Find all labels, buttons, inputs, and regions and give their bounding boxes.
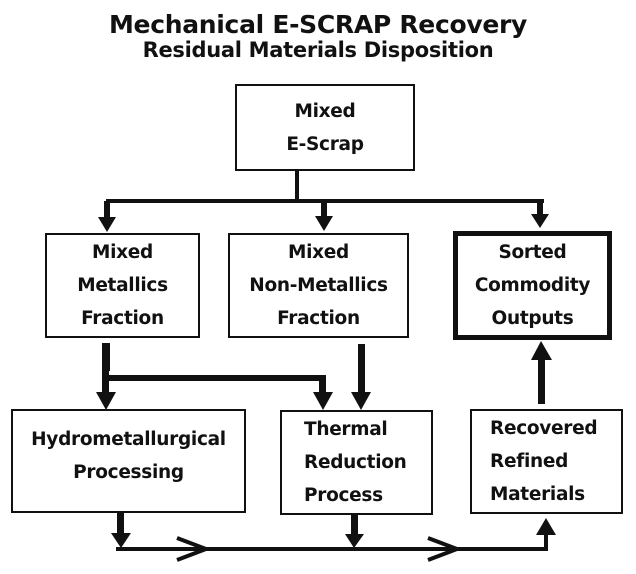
flow-chevron-2 <box>427 536 463 562</box>
node-thermal-reduction-process: Thermal Reduction Process <box>280 410 433 515</box>
arrowhead-sorted <box>531 214 549 228</box>
connector-nonmetallics-down <box>358 344 365 394</box>
arrowhead-recovered-up <box>536 518 556 535</box>
node-thermal-line2: Reduction <box>304 452 407 473</box>
connector-hydro-down <box>117 512 124 535</box>
node-nonmetallics-line3: Fraction <box>277 308 360 329</box>
node-recovered-line1: Recovered <box>490 418 598 439</box>
node-sorted-line3: Outputs <box>491 308 574 329</box>
connector-bottom-up <box>544 532 548 551</box>
arrowhead-metallics <box>98 217 116 232</box>
connector-metallics-hydro-shaft <box>102 343 109 393</box>
connector-recovered-up <box>538 358 545 404</box>
arrowhead-thermal-down <box>345 534 364 548</box>
arrowhead-thermal-from-nonmetallics <box>351 392 371 410</box>
node-mixed-non-metallics-fraction: Mixed Non-Metallics Fraction <box>228 233 409 338</box>
flow-chevron-1 <box>176 536 212 562</box>
node-recovered-line3: Materials <box>490 484 585 505</box>
node-nonmetallics-line1: Mixed <box>288 242 349 263</box>
arrowhead-hydro-down <box>111 533 131 548</box>
arrowhead-thermal-from-metallics <box>313 392 333 410</box>
arrowhead-sorted-up <box>531 341 552 360</box>
node-nonmetallics-line2: Non-Metallics <box>249 275 388 296</box>
node-metallics-line3: Fraction <box>81 308 164 329</box>
arrowhead-nonmetallics <box>315 216 333 231</box>
connector-drop-sorted <box>537 201 543 216</box>
node-hydro-line1: Hydrometallurgical <box>31 429 226 450</box>
connector-branch-thermal-shaft <box>319 375 326 393</box>
connector-thermal-down <box>351 514 358 536</box>
diagram-title: Mechanical E-SCRAP Recovery <box>108 10 528 39</box>
node-mixed-escrap-line2: E-Scrap <box>286 133 364 155</box>
node-mixed-escrap-line1: Mixed <box>294 100 356 122</box>
node-thermal-line3: Process <box>304 485 383 506</box>
node-mixed-metallics-fraction: Mixed Metallics Fraction <box>45 233 200 338</box>
connector-drop-metallics <box>104 201 110 219</box>
connector-bottom-bar <box>116 547 548 551</box>
node-mixed-escrap: Mixed E-Scrap <box>235 84 415 171</box>
node-metallics-line2: Metallics <box>77 275 168 296</box>
node-metallics-line1: Mixed <box>92 242 153 263</box>
node-hydro-line2: Processing <box>73 462 184 483</box>
connector-escrap-trunk <box>295 170 299 202</box>
arrowhead-hydro <box>96 392 116 410</box>
node-recovered-refined-materials: Recovered Refined Materials <box>470 409 623 514</box>
node-sorted-line2: Commodity <box>474 275 591 296</box>
diagram-subtitle: Residual Materials Disposition <box>142 38 494 62</box>
connector-metallics-branch <box>106 375 326 381</box>
node-thermal-line1: Thermal <box>304 419 388 440</box>
node-sorted-line1: Sorted <box>498 242 567 263</box>
node-hydrometallurgical-processing: Hydrometallurgical Processing <box>11 409 246 513</box>
node-sorted-commodity-outputs: Sorted Commodity Outputs <box>453 231 612 340</box>
node-recovered-line2: Refined <box>490 451 569 472</box>
connector-drop-nonmetallics <box>321 201 327 218</box>
